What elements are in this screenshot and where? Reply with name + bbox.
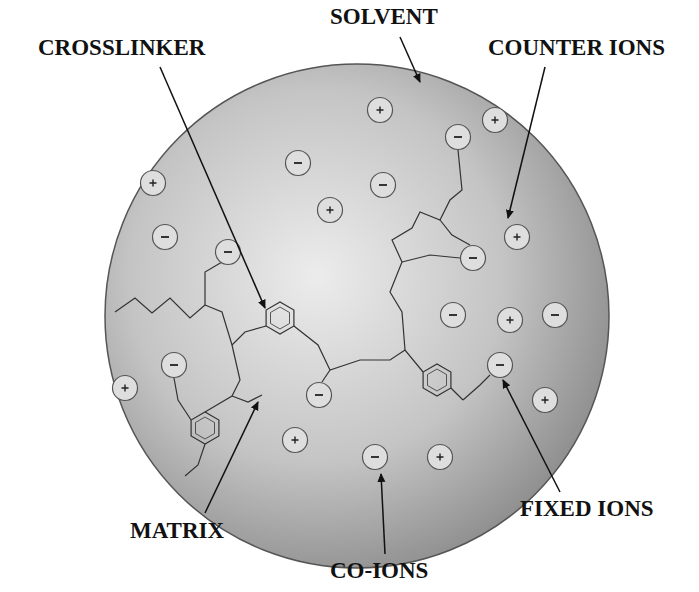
co-ion [286, 151, 311, 176]
counter-ion [483, 108, 508, 133]
part-label: SOLVENT [330, 4, 438, 30]
polymer-chain [463, 375, 490, 400]
resin-bead [105, 64, 609, 568]
polymer-chain [185, 444, 205, 476]
counter-ion [318, 198, 343, 223]
counter-ion [141, 171, 166, 196]
leader-arrow [508, 67, 545, 218]
benzene-ring [191, 412, 219, 444]
polymer-chain [322, 370, 330, 382]
leader-lines [160, 37, 560, 554]
leader-arrow [381, 474, 385, 554]
benzene-ring [271, 307, 290, 329]
benzene-ring [423, 364, 451, 396]
polymer-chain [232, 326, 266, 345]
co-ion [371, 173, 396, 198]
co-ion [363, 445, 388, 470]
counter-ion [283, 428, 308, 453]
polymer-chain [402, 255, 460, 262]
counter-ion [498, 308, 523, 333]
polymer-chain [451, 388, 463, 400]
polymer-chain [232, 395, 262, 402]
part-label: FIXED IONS [520, 496, 654, 522]
polymer-chain [205, 305, 232, 345]
part-label: COUNTER IONS [488, 35, 665, 61]
fixed-ion [162, 353, 187, 378]
part-label: CO-IONS [330, 558, 428, 584]
ions [113, 98, 568, 470]
fixed-ion [461, 246, 486, 271]
co-ion [543, 303, 568, 328]
polymer-chain [174, 378, 191, 420]
polymer-chain [115, 262, 222, 318]
leader-arrow [400, 37, 420, 82]
fixed-ion [446, 125, 471, 150]
polymer-chain [440, 220, 470, 245]
part-label: MATRIX [130, 518, 224, 544]
fixed-ion [488, 353, 513, 378]
fixed-ion [307, 383, 332, 408]
counter-ion [368, 98, 393, 123]
co-ion [441, 303, 466, 328]
part-label: CROSSLINKER [38, 35, 205, 61]
benzene-ring [428, 369, 447, 391]
leader-arrow [160, 67, 265, 308]
counter-ion [113, 376, 138, 401]
benzene-ring [196, 417, 215, 439]
polymer-matrix [115, 150, 490, 476]
leader-arrow [205, 402, 258, 513]
counter-ion [533, 388, 558, 413]
polymer-chain [205, 345, 240, 412]
co-ion [153, 225, 178, 250]
benzene-ring [266, 302, 294, 334]
counter-ion [428, 445, 453, 470]
counter-ion [505, 225, 530, 250]
leader-arrow [503, 380, 560, 492]
